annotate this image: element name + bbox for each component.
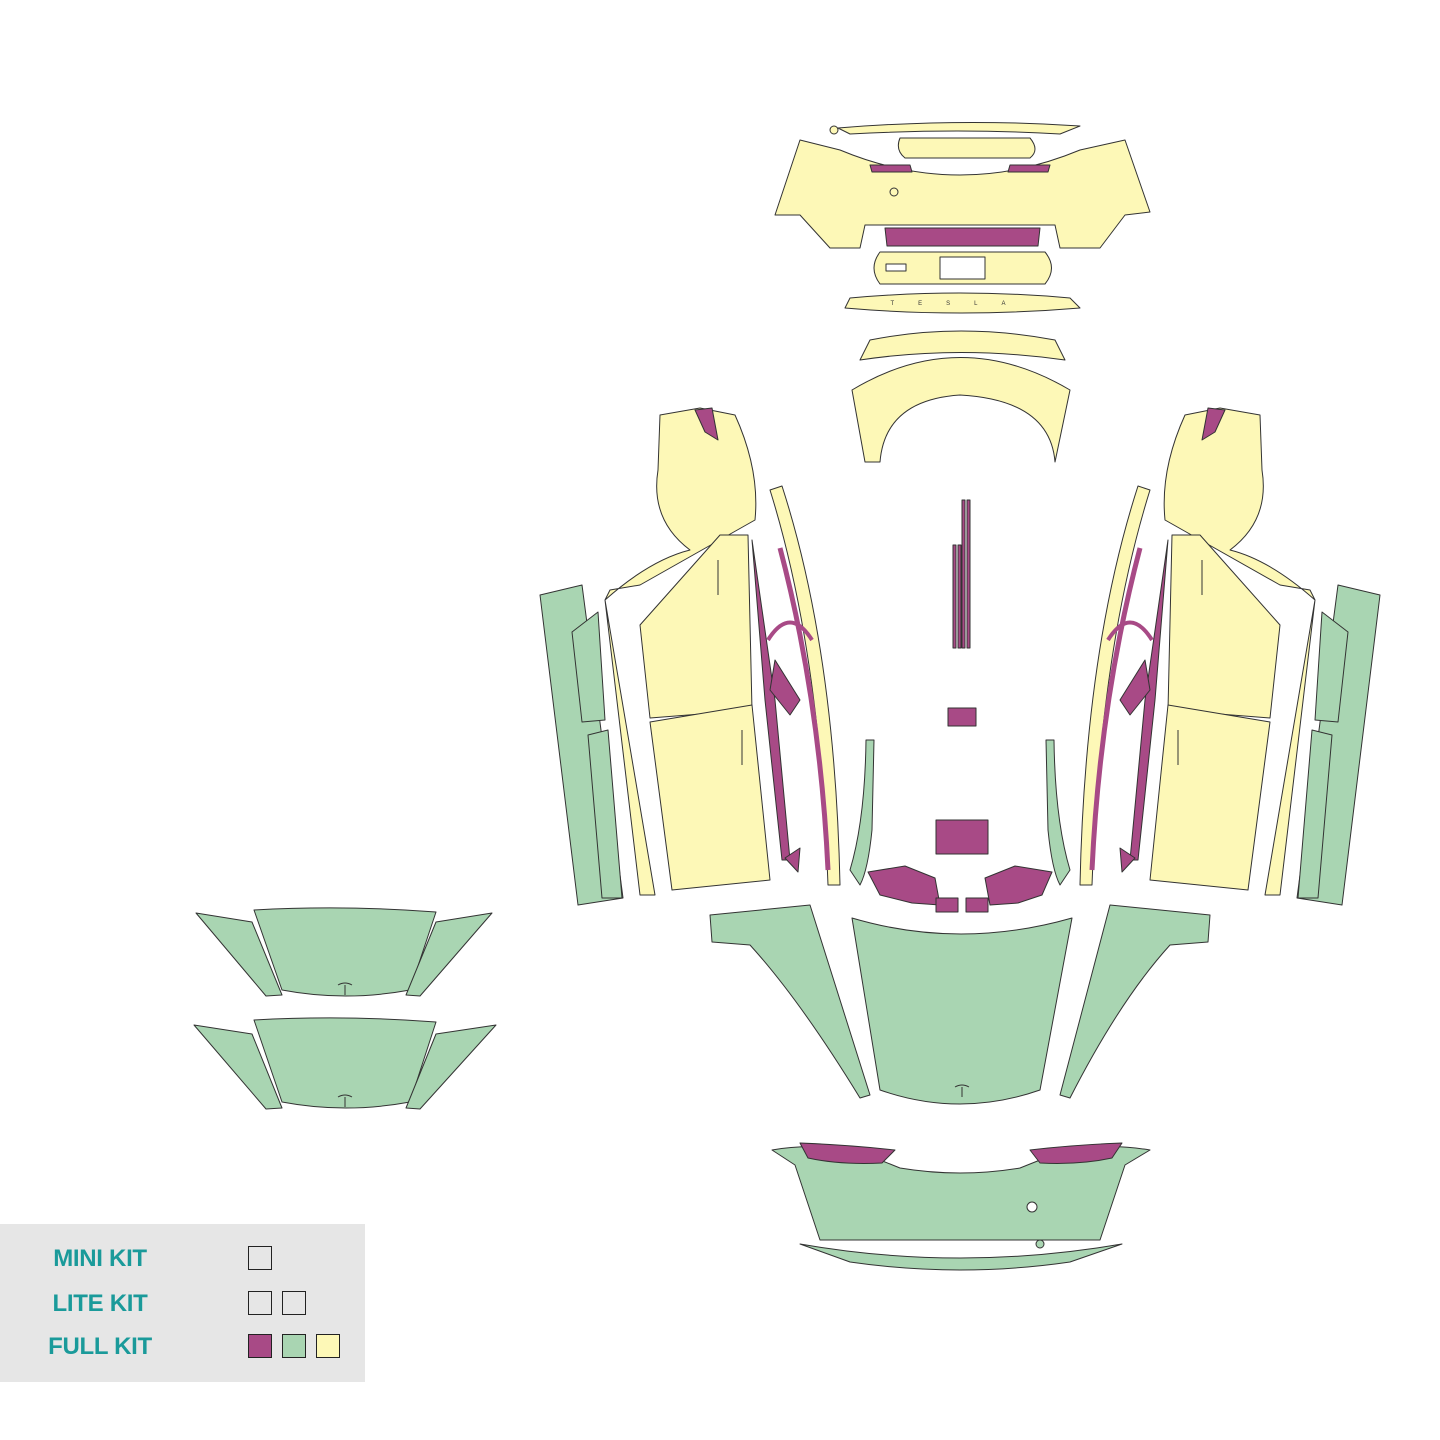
left-rocker-mid bbox=[571, 611, 606, 723]
pillar-strip-1 bbox=[961, 499, 966, 649]
left-door-edge-bottom bbox=[784, 847, 801, 873]
right-rear-quarter bbox=[1163, 407, 1316, 896]
left-fender-strip bbox=[849, 739, 875, 886]
hood-main bbox=[851, 917, 1073, 1105]
left-side-group bbox=[539, 407, 875, 906]
legend-swatch bbox=[316, 1334, 340, 1358]
hood-kit-top-right-wing bbox=[405, 912, 493, 997]
legend-label-full-kit: FULL KIT bbox=[48, 1333, 152, 1360]
small-patch-square bbox=[947, 707, 977, 727]
rear-camera-cutout bbox=[885, 263, 907, 272]
hood-kit-top bbox=[195, 907, 493, 997]
left-rear-quarter bbox=[604, 407, 757, 896]
hood-kit-bottom-right-wing bbox=[405, 1024, 497, 1110]
rear-sensor-dot bbox=[829, 125, 839, 135]
headlight-left-piece bbox=[867, 865, 941, 906]
left-door-cup-strip bbox=[751, 539, 791, 861]
rear-reflector-dot bbox=[889, 187, 899, 197]
left-front-door bbox=[649, 704, 771, 891]
kit-legend: MINI KIT LITE KIT FULL KIT bbox=[0, 1224, 365, 1382]
hood-kit-bottom-badge bbox=[337, 1094, 353, 1107]
rear-roof-panel bbox=[851, 357, 1071, 463]
hood-badge bbox=[954, 1084, 970, 1097]
large-patch-square bbox=[935, 819, 989, 855]
hood-kit-top-badge bbox=[337, 982, 353, 995]
rear-bumper-top-strip bbox=[837, 121, 1081, 135]
legend-row-full-kit: FULL KIT bbox=[0, 1330, 365, 1364]
legend-row-lite-kit: LITE KIT bbox=[0, 1287, 365, 1321]
hood-kit-top-center bbox=[253, 907, 437, 997]
legend-row-mini-kit: MINI KIT bbox=[0, 1242, 365, 1276]
front-lower-lip bbox=[799, 1243, 1123, 1271]
front-fender-right bbox=[1059, 904, 1211, 1099]
rear-light-strip-left bbox=[869, 164, 913, 173]
front-group bbox=[709, 904, 1211, 1271]
right-fender-strip bbox=[1045, 739, 1071, 886]
center-pieces-group bbox=[867, 499, 1053, 913]
hood-kit-top-left-wing bbox=[195, 912, 283, 997]
rear-light-strip-right bbox=[1007, 164, 1051, 173]
right-rocker-lower bbox=[1297, 729, 1333, 899]
pillar-strip-3 bbox=[952, 544, 957, 649]
front-bumper-light-right bbox=[1029, 1142, 1123, 1164]
front-bumper-light-left bbox=[799, 1142, 896, 1164]
legend-swatch bbox=[248, 1291, 272, 1315]
right-side-group bbox=[1045, 407, 1381, 906]
right-rocker-mid bbox=[1314, 611, 1349, 723]
legend-swatch bbox=[282, 1334, 306, 1358]
front-sensor-dot bbox=[1026, 1201, 1038, 1213]
right-mirror-patch bbox=[1119, 659, 1151, 716]
tiny-patch-1 bbox=[935, 897, 959, 913]
hood-kit-bottom-center bbox=[253, 1017, 437, 1109]
legend-label-mini-kit: MINI KIT bbox=[53, 1245, 147, 1272]
legend-swatch bbox=[282, 1291, 306, 1315]
left-taillight-notch bbox=[694, 407, 719, 441]
pillar-strip-4 bbox=[957, 544, 962, 649]
left-door-arc bbox=[766, 620, 814, 642]
license-plate-cutout bbox=[939, 256, 986, 280]
front-lower-sensor-dot bbox=[1035, 1239, 1045, 1249]
right-door-arc bbox=[1106, 620, 1154, 642]
front-fender-left bbox=[709, 904, 871, 1099]
headlight-right-piece bbox=[984, 865, 1053, 906]
legend-swatch bbox=[248, 1334, 272, 1358]
rear-badge-text: TESLA bbox=[890, 301, 1029, 307]
pillar-strip-2 bbox=[966, 499, 971, 649]
hood-kit-bottom bbox=[193, 1017, 497, 1110]
right-taillight-notch bbox=[1201, 407, 1226, 441]
right-front-door bbox=[1149, 704, 1271, 891]
right-door-cup-strip bbox=[1129, 539, 1169, 861]
left-rear-door bbox=[639, 534, 753, 719]
hood-kit-bottom-left-wing bbox=[193, 1024, 283, 1110]
rear-trunk-lip bbox=[897, 137, 1036, 159]
left-door-cup-arc bbox=[777, 547, 831, 871]
rear-badge-strip bbox=[844, 292, 1081, 314]
rear-bumper-group: TESLA bbox=[774, 121, 1151, 463]
right-door-cup-arc bbox=[1089, 547, 1143, 871]
tiny-patch-2 bbox=[965, 897, 989, 913]
right-door-edge-bottom bbox=[1119, 847, 1136, 873]
right-rear-door bbox=[1167, 534, 1281, 719]
rear-load-sill bbox=[884, 227, 1041, 247]
rear-window-top bbox=[859, 330, 1066, 361]
legend-swatch bbox=[248, 1246, 272, 1270]
legend-label-lite-kit: LITE KIT bbox=[52, 1290, 148, 1317]
left-rocker-lower bbox=[587, 729, 623, 899]
left-mirror-patch bbox=[769, 659, 801, 716]
